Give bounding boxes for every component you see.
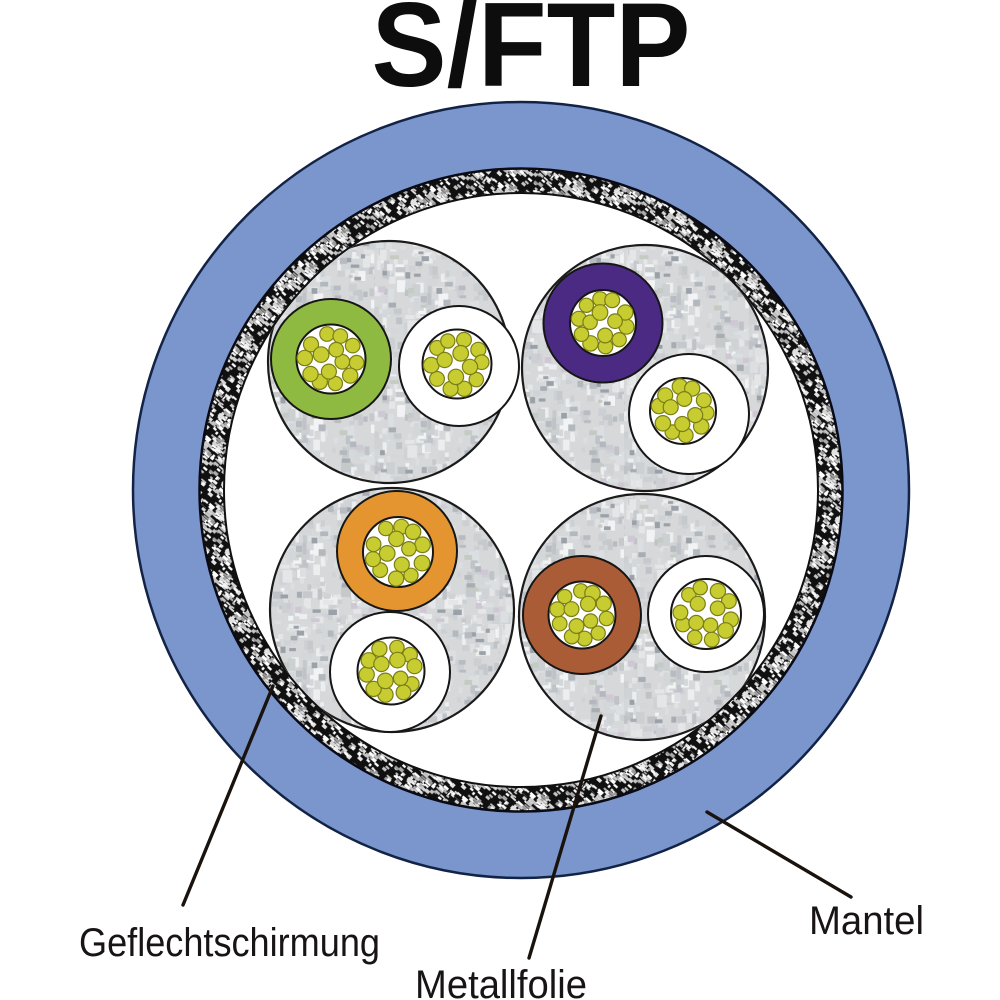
- svg-text:Geflechtschirmung: Geflechtschirmung: [79, 921, 380, 965]
- svg-text:Metallfolie: Metallfolie: [415, 963, 587, 1000]
- svg-text:S/FTP: S/FTP: [372, 0, 691, 112]
- svg-text:Mantel: Mantel: [809, 899, 924, 943]
